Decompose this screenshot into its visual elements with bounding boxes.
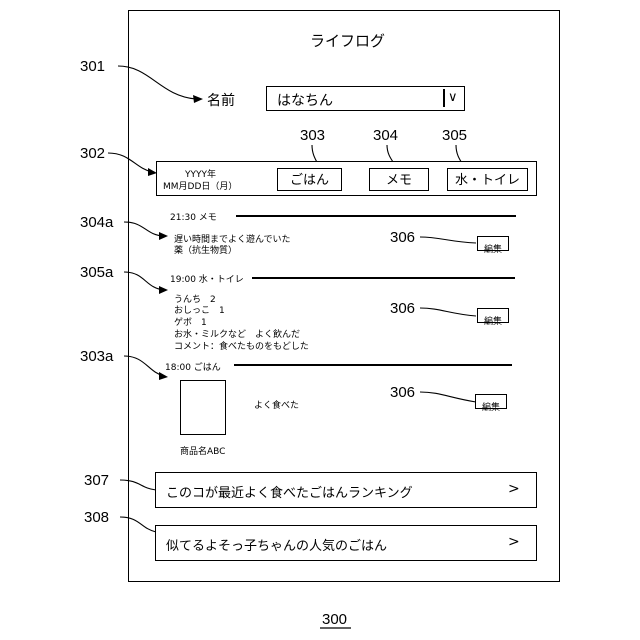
similar-link-button[interactable]: 似てるよそっ子ちゃんの人気のごはん > [155, 525, 537, 561]
entry-memo-header: 21:30 メモ [170, 210, 217, 223]
ref-305a: 305a [80, 264, 113, 281]
edit-button-water[interactable]: 編集 [477, 308, 509, 323]
memo-button-label: メモ [386, 173, 412, 188]
page-title: ライフログ [310, 30, 385, 51]
ref-308: 308 [84, 509, 109, 526]
ref-307: 307 [84, 472, 109, 489]
similar-link-label: 似てるよそっ子ちゃんの人気のごはん [166, 535, 387, 554]
chevron-right-icon: > [508, 481, 520, 497]
date-month-day: MM月DD日（月） [163, 179, 237, 192]
ranking-link-button[interactable]: このコが最近よく食べたごはんランキング > [155, 472, 537, 508]
entry-water-line-5: コメント：食べたものをもどした [174, 339, 309, 352]
entry-meal-comment: よく食べた [254, 398, 299, 411]
chevron-down-icon[interactable]: ∨ [448, 90, 458, 105]
edit-button-meal[interactable]: 編集 [475, 394, 507, 409]
entry-memo-rule [236, 215, 516, 217]
water-toilet-button-label: 水・トイレ [455, 173, 520, 188]
figure-number: 300 [322, 611, 347, 628]
ref-304a: 304a [80, 214, 113, 231]
name-select-value: はなちん [277, 90, 333, 110]
meal-button[interactable]: ごはん [277, 168, 342, 191]
chevron-right-icon: > [508, 534, 520, 550]
ref-301: 301 [80, 58, 105, 75]
edit-button-memo[interactable]: 編集 [477, 236, 509, 251]
ref-303a: 303a [80, 348, 113, 365]
meal-button-label: ごはん [290, 173, 329, 188]
water-toilet-button[interactable]: 水・トイレ [447, 168, 528, 191]
name-select-divider [443, 89, 445, 107]
entry-water-rule [252, 277, 515, 279]
edit-button-water-label: 編集 [484, 317, 502, 327]
name-label: 名前 [207, 90, 235, 110]
memo-button[interactable]: メモ [369, 168, 429, 191]
product-name: 商品名ABC [180, 444, 225, 457]
entry-meal-header: 18:00 ごはん [165, 360, 221, 373]
name-select[interactable]: はなちん ∨ [266, 86, 465, 111]
ref-302: 302 [80, 145, 105, 162]
entry-water-header: 19:00 水・トイレ [170, 272, 244, 285]
edit-button-meal-label: 編集 [482, 403, 500, 413]
ranking-link-label: このコが最近よく食べたごはんランキング [166, 482, 413, 501]
entry-memo-line-2: 薬（抗生物質） [174, 243, 237, 256]
entry-meal-rule [234, 364, 512, 366]
edit-button-memo-label: 編集 [484, 245, 502, 255]
product-image [180, 380, 226, 435]
